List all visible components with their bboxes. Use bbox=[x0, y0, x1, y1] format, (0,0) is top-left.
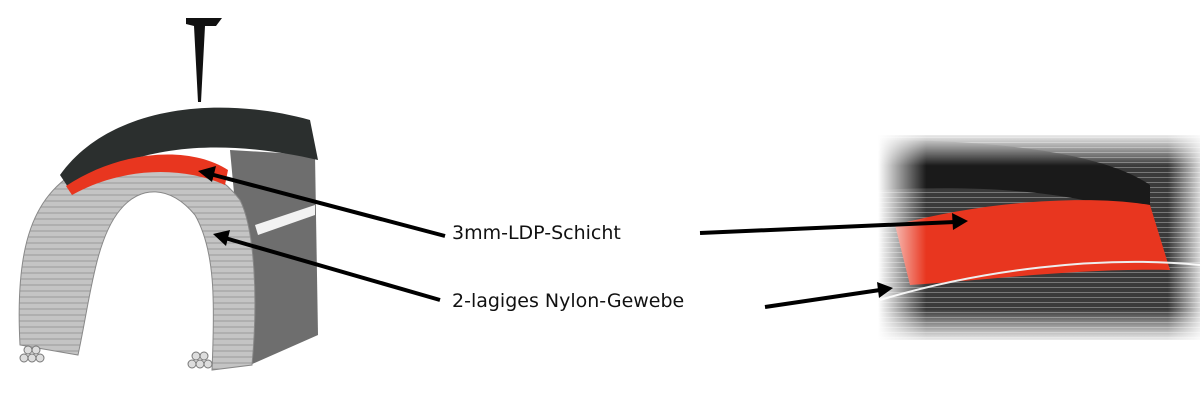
arrow-nylon-left bbox=[224, 236, 441, 302]
tread bbox=[60, 107, 318, 190]
arrow-nylon-right bbox=[764, 288, 881, 309]
tire-cross-section bbox=[18, 18, 318, 371]
label-nylon-fabric: 2-lagiges Nylon-Gewebe bbox=[452, 290, 685, 312]
label-ldp-layer: 3mm-LDP-Schicht bbox=[452, 222, 621, 244]
bead-wire-right bbox=[187, 351, 213, 369]
bead-wire-left bbox=[19, 345, 45, 363]
arrows bbox=[198, 166, 968, 309]
protection-layer bbox=[66, 154, 228, 195]
tire-closeup bbox=[878, 135, 1201, 340]
arrow-layer-right bbox=[699, 220, 956, 235]
nail-icon bbox=[186, 18, 222, 102]
arrow-layer-left bbox=[209, 172, 446, 238]
casing bbox=[18, 155, 256, 371]
